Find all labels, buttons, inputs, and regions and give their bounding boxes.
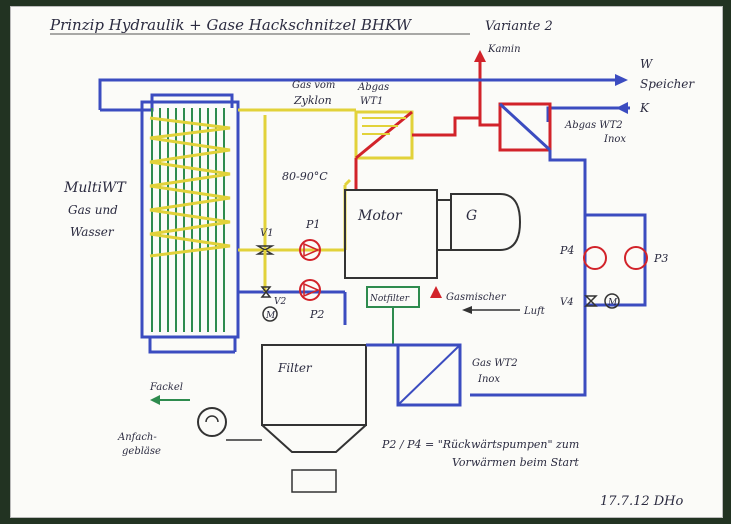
anfach-label-1: Anfach- xyxy=(117,432,157,443)
note-line-1: P2 / P4 = "Rückwärtspumpen" zum xyxy=(381,438,579,451)
v1-label: V1 xyxy=(260,228,274,239)
v2-label: V2 xyxy=(274,297,286,307)
filter-label: Filter xyxy=(277,361,313,375)
abgas-wt2-2: Inox xyxy=(603,134,626,145)
motor-label: Motor xyxy=(357,208,403,224)
k-label: K xyxy=(639,101,650,115)
notfilter-label: Notfilter xyxy=(369,294,410,304)
m2-label: M xyxy=(607,298,618,308)
gas-wt2 xyxy=(396,343,462,407)
luft-label: Luft xyxy=(523,306,546,317)
anfach-label-2: gebläse xyxy=(122,446,161,457)
motor-shaft xyxy=(436,199,452,251)
red-exhaust-pipe xyxy=(412,116,500,137)
blue-pump-loop xyxy=(585,213,647,307)
valve-v2-icon xyxy=(260,286,272,298)
abgas-wt2 xyxy=(498,102,552,152)
kamin-label: Kamin xyxy=(487,44,521,55)
filter-bin xyxy=(291,469,337,493)
motor xyxy=(344,189,438,279)
motor-valve-v4-icon xyxy=(604,293,620,309)
filter xyxy=(261,344,367,426)
filter-hopper xyxy=(261,424,367,453)
gas-vom-zyklon-1: Gas vom xyxy=(292,80,335,91)
m-label: M xyxy=(265,311,276,321)
blue-pipe-k xyxy=(546,106,630,122)
p4-label: P4 xyxy=(559,244,574,257)
gas-wt2-diagonal xyxy=(397,344,461,406)
blue-pipe-w xyxy=(98,78,620,110)
fackel-arrow-icon xyxy=(150,395,160,405)
blue-pipe-top-return xyxy=(100,93,234,112)
k-arrow-icon xyxy=(616,102,628,114)
blower-icon xyxy=(197,407,227,437)
pump-p2-arrow-icon xyxy=(303,282,320,298)
multi-wt-coil xyxy=(149,116,231,258)
pump-p1-arrow-icon xyxy=(303,242,320,258)
v4-label: V4 xyxy=(560,297,574,308)
paper-sheet xyxy=(10,6,723,518)
temperature-label: 80-90°C xyxy=(282,170,328,183)
gasmischer-label: Gasmischer xyxy=(446,292,507,303)
valve-v1-icon xyxy=(255,245,275,255)
abgas-wt1-fins xyxy=(362,117,406,135)
abgas-wt1-2: WT1 xyxy=(360,96,383,107)
multiwt-label-2: Gas und xyxy=(68,203,118,217)
abgas-wt2-1: Abgas WT2 xyxy=(564,120,623,131)
speicher-label: Speicher xyxy=(640,77,695,91)
w-arrow-icon xyxy=(615,74,628,86)
kamin-arrow-icon xyxy=(474,50,486,62)
gas-wt2-1: Gas WT2 xyxy=(472,358,518,369)
gas-vom-zyklon-2: Zyklon xyxy=(293,94,332,107)
variant-label: Variante 2 xyxy=(485,19,553,34)
w-label: W xyxy=(640,57,654,71)
p3-label: P3 xyxy=(653,252,668,265)
multi-wt xyxy=(140,100,240,339)
date-label: 17.7.12 DHo xyxy=(600,494,684,509)
note-line-2: Vorwärmen beim Start xyxy=(452,456,579,469)
yellow-tip xyxy=(343,178,352,187)
pump-p1-icon xyxy=(299,239,321,261)
generator xyxy=(450,193,522,251)
blue-bottom-left xyxy=(148,337,235,354)
abgas-wt2-diagonal xyxy=(498,102,552,152)
abgas-wt1-1: Abgas xyxy=(357,82,389,93)
generator-label: G xyxy=(466,208,477,224)
p2-label: P2 xyxy=(309,308,324,321)
pump-p2-icon xyxy=(299,279,321,301)
multiwt-label-1: MultiWT xyxy=(63,180,127,196)
pump-p4-icon xyxy=(583,246,607,270)
blower-swirl-icon xyxy=(205,415,219,423)
multiwt-label-3: Wasser xyxy=(70,225,115,239)
motor-valve-v2-icon xyxy=(262,306,278,322)
p1-label: P1 xyxy=(305,218,320,231)
valve-v4-icon xyxy=(584,295,598,307)
pump-p3-icon xyxy=(624,246,648,270)
blue-pipe-right xyxy=(470,150,587,397)
gas-wt2-2: Inox xyxy=(477,374,500,385)
gasmischer-arrow-icon xyxy=(430,286,442,298)
luft-arrow-icon xyxy=(462,306,472,314)
fackel-label: Fackel xyxy=(149,382,183,393)
diagram-title: Prinzip Hydraulik + Gase Hackschnitzel B… xyxy=(49,16,413,34)
